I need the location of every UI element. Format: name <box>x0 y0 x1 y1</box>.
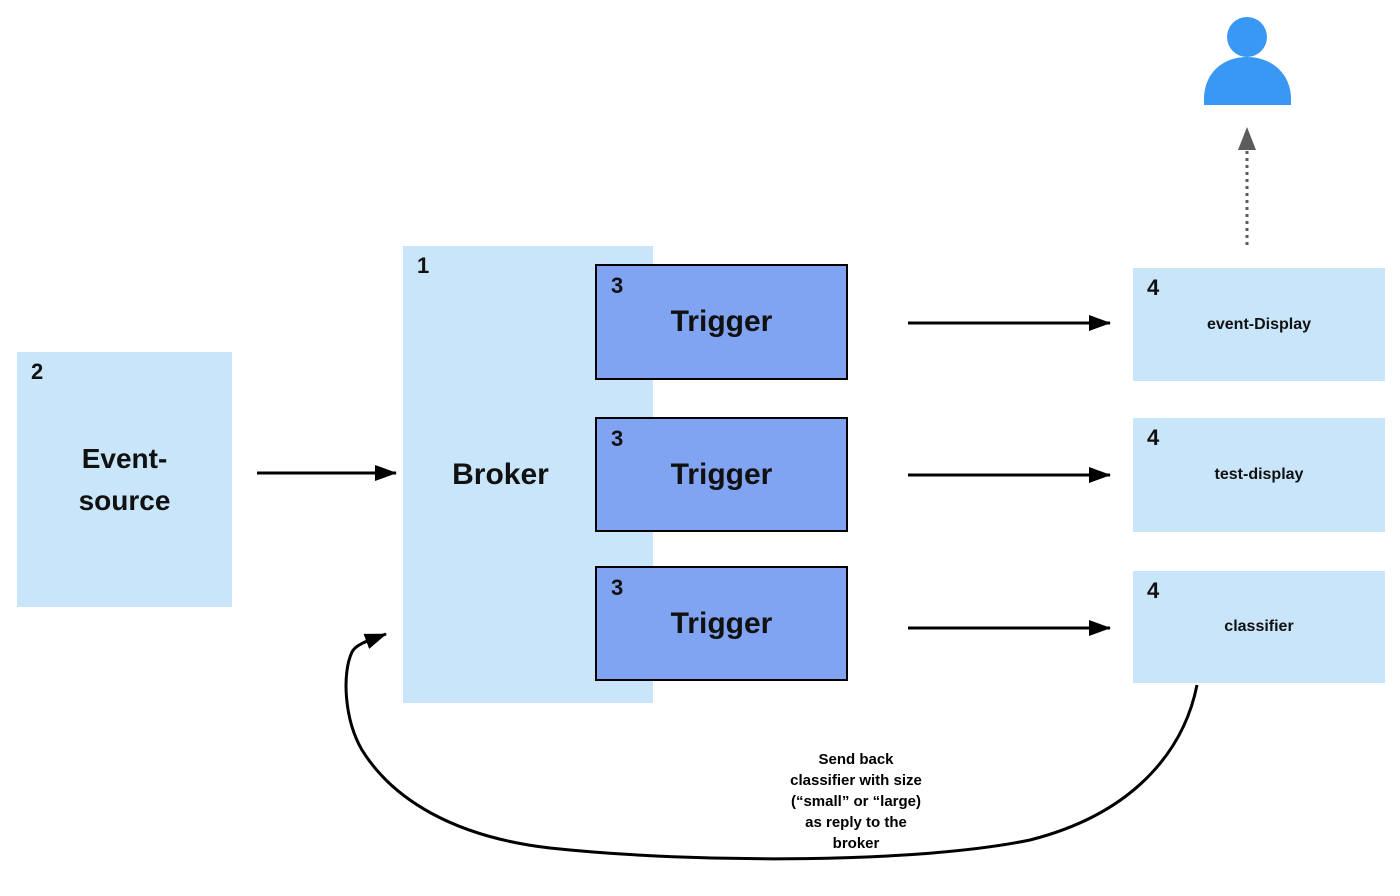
sink-label: event-Display <box>1206 315 1312 333</box>
event-source-label: Event-source <box>78 442 171 516</box>
event-source-box: 2 Event-source <box>17 352 232 607</box>
event-source-label-wrap: Event-source <box>17 352 232 607</box>
trigger-label: Trigger <box>670 305 773 338</box>
step-number: 3 <box>611 426 624 451</box>
sink-box-classifier: 4 classifier <box>1133 571 1385 683</box>
step-number: 3 <box>611 273 624 298</box>
sink-box-test-display: 4 test-display <box>1133 418 1385 532</box>
dotted-arrow-head <box>1238 127 1256 150</box>
step-number: 1 <box>417 253 430 278</box>
feedback-note: Send back classifier with size (“small” … <box>790 751 922 852</box>
step-number: 4 <box>1147 578 1160 603</box>
sink-label: classifier <box>1224 618 1294 636</box>
trigger-box-1: 3 Trigger <box>595 264 848 380</box>
step-number: 3 <box>611 575 624 600</box>
broker-label: Broker <box>452 457 549 491</box>
sink-box-event-display: 4 event-Display <box>1133 268 1385 381</box>
trigger-label: Trigger <box>670 457 773 491</box>
trigger-box-3: 3 Trigger <box>595 566 848 681</box>
step-number: 2 <box>31 359 44 384</box>
trigger-box-2: 3 Trigger <box>595 417 848 532</box>
broker-label-wrap: Broker <box>403 246 598 703</box>
step-number: 4 <box>1147 275 1160 300</box>
sink-label: test-display <box>1214 466 1304 484</box>
step-number: 4 <box>1147 425 1160 450</box>
user-icon <box>1204 17 1291 105</box>
trigger-label: Trigger <box>670 606 773 640</box>
